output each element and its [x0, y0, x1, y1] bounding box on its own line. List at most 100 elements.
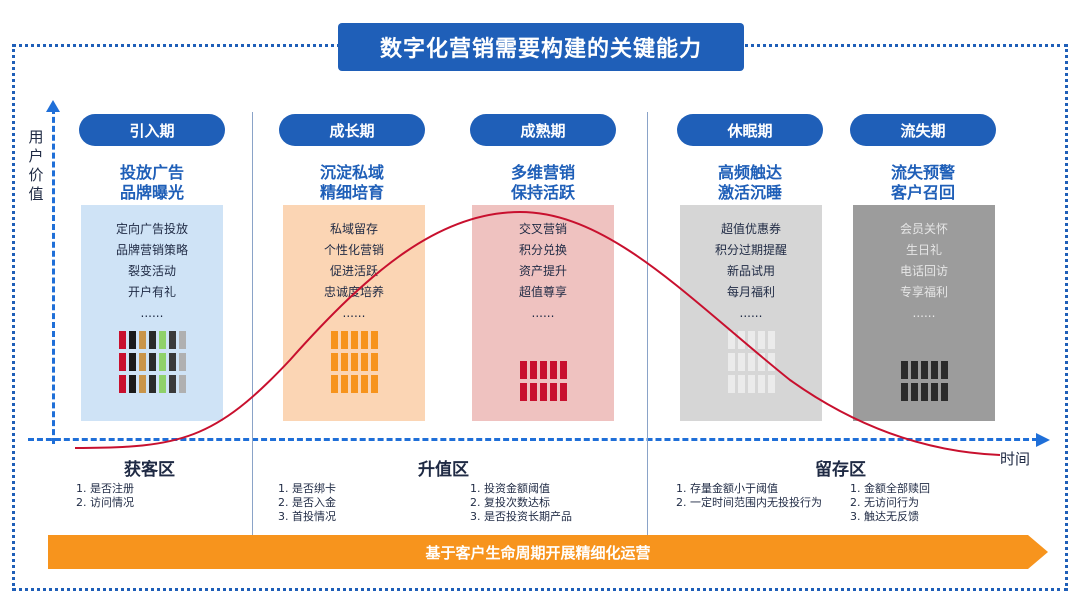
person-icon: [539, 383, 547, 401]
person-icon: [549, 383, 557, 401]
person-icon: [767, 375, 775, 393]
x-axis-arrow-icon: [1036, 433, 1050, 447]
person-icon: [940, 383, 948, 401]
person-icon: [128, 331, 136, 349]
zone-divider: [252, 112, 253, 536]
zone-grow-list-2: 投资金额阈值复投次数达标是否投资长期产品: [460, 482, 572, 524]
banner-arrow-icon: [1028, 535, 1048, 569]
person-icon: [727, 331, 735, 349]
y-axis-arrow-icon: [46, 100, 60, 112]
person-icon: [178, 375, 186, 393]
zone-retain-list-1: 存量金额小于阈值一定时间范围内无投投行为: [666, 482, 840, 510]
x-axis: [28, 438, 1038, 441]
person-icon: [350, 331, 358, 349]
stage-pill-2: 成长期: [279, 114, 425, 146]
person-icon: [747, 331, 755, 349]
person-icon: [757, 375, 765, 393]
person-icon: [920, 383, 928, 401]
person-icon: [168, 331, 176, 349]
person-icon: [529, 361, 537, 379]
x-axis-label: 时间: [1000, 450, 1031, 468]
person-icon: [559, 383, 567, 401]
stage-card-1: 定向广告投放品牌营销策略 裂变活动开户有礼 ......: [81, 205, 223, 421]
person-icon: [340, 375, 348, 393]
stage-heading-5: 流失预警客户召回: [890, 163, 955, 202]
person-icon: [148, 331, 156, 349]
person-icon: [519, 383, 527, 401]
person-icon: [757, 331, 765, 349]
stage-pill-3: 成熟期: [470, 114, 616, 146]
stage-pill-5: 流失期: [850, 114, 996, 146]
person-icon: [360, 353, 368, 371]
person-icon: [138, 331, 146, 349]
person-icon: [148, 375, 156, 393]
person-icon: [747, 353, 755, 371]
person-icon: [168, 353, 176, 371]
person-icon: [330, 331, 338, 349]
person-icon: [519, 361, 527, 379]
stage-pill-1: 引入期: [79, 114, 225, 146]
people-group-5: [853, 361, 995, 401]
page-title: 数字化营销需要构建的关键能力: [338, 23, 744, 71]
person-icon: [330, 375, 338, 393]
stage-card-5: 会员关怀生日礼 电话回访专享福利 ......: [853, 205, 995, 421]
stage-items-1: 定向广告投放品牌营销策略 裂变活动开户有礼 ......: [115, 222, 188, 320]
person-icon: [930, 383, 938, 401]
y-axis-label: 用户价值: [28, 128, 44, 203]
person-icon: [370, 353, 378, 371]
person-icon: [118, 331, 126, 349]
person-icon: [737, 353, 745, 371]
people-group-3: [472, 361, 614, 401]
stage-items-5: 会员关怀生日礼 电话回访专享福利 ......: [899, 222, 948, 320]
stage-items-4: 超值优惠券积分过期提醒 新品试用每月福利 ......: [714, 222, 787, 320]
person-icon: [118, 353, 126, 371]
people-group-1: [81, 331, 223, 393]
person-icon: [360, 375, 368, 393]
person-icon: [350, 353, 358, 371]
person-icon: [158, 353, 166, 371]
stage-pill-4: 休眠期: [677, 114, 823, 146]
stage-heading-3: 多维营销保持活跃: [510, 163, 575, 202]
stage-card-4: 超值优惠券积分过期提醒 新品试用每月福利 ......: [680, 205, 822, 421]
person-icon: [559, 361, 567, 379]
person-icon: [529, 383, 537, 401]
person-icon: [727, 375, 735, 393]
user-value-curve-line: [74, 210, 1001, 456]
person-icon: [178, 331, 186, 349]
zone-retain-list-2: 金额全部赎回无访问行为触达无反馈: [840, 482, 930, 524]
person-icon: [920, 361, 928, 379]
person-icon: [370, 331, 378, 349]
stage-heading-2: 沉淀私域精细培育: [319, 163, 384, 202]
stage-heading-4: 高频触达激活沉睡: [717, 163, 782, 202]
person-icon: [727, 353, 735, 371]
person-icon: [910, 383, 918, 401]
person-icon: [549, 361, 557, 379]
zone-retain: 留存区: [815, 460, 866, 480]
bottom-banner: 基于客户生命周期开展精细化运营: [48, 535, 1028, 569]
stage-items-3: 交叉营销积分兑换 资产提升超值尊享 ......: [518, 222, 567, 320]
y-axis: [52, 108, 55, 444]
person-icon: [900, 383, 908, 401]
person-icon: [138, 353, 146, 371]
person-icon: [370, 375, 378, 393]
person-icon: [330, 353, 338, 371]
person-icon: [138, 375, 146, 393]
person-icon: [128, 353, 136, 371]
person-icon: [168, 375, 176, 393]
person-icon: [900, 361, 908, 379]
stage-card-3: 交叉营销积分兑换 资产提升超值尊享 ......: [472, 205, 614, 421]
zone-divider: [647, 112, 648, 536]
people-group-4: [680, 331, 822, 393]
person-icon: [158, 331, 166, 349]
stage-card-2: 私域留存个性化营销 促进活跃忠诚度培养 ......: [283, 205, 425, 421]
person-icon: [158, 375, 166, 393]
person-icon: [128, 375, 136, 393]
person-icon: [178, 353, 186, 371]
person-icon: [910, 361, 918, 379]
people-group-2: [283, 331, 425, 393]
stage-items-2: 私域留存个性化营销 促进活跃忠诚度培养 ......: [323, 222, 384, 320]
person-icon: [539, 361, 547, 379]
person-icon: [737, 375, 745, 393]
zone-acquire-list: 是否注册访问情况: [66, 482, 134, 510]
